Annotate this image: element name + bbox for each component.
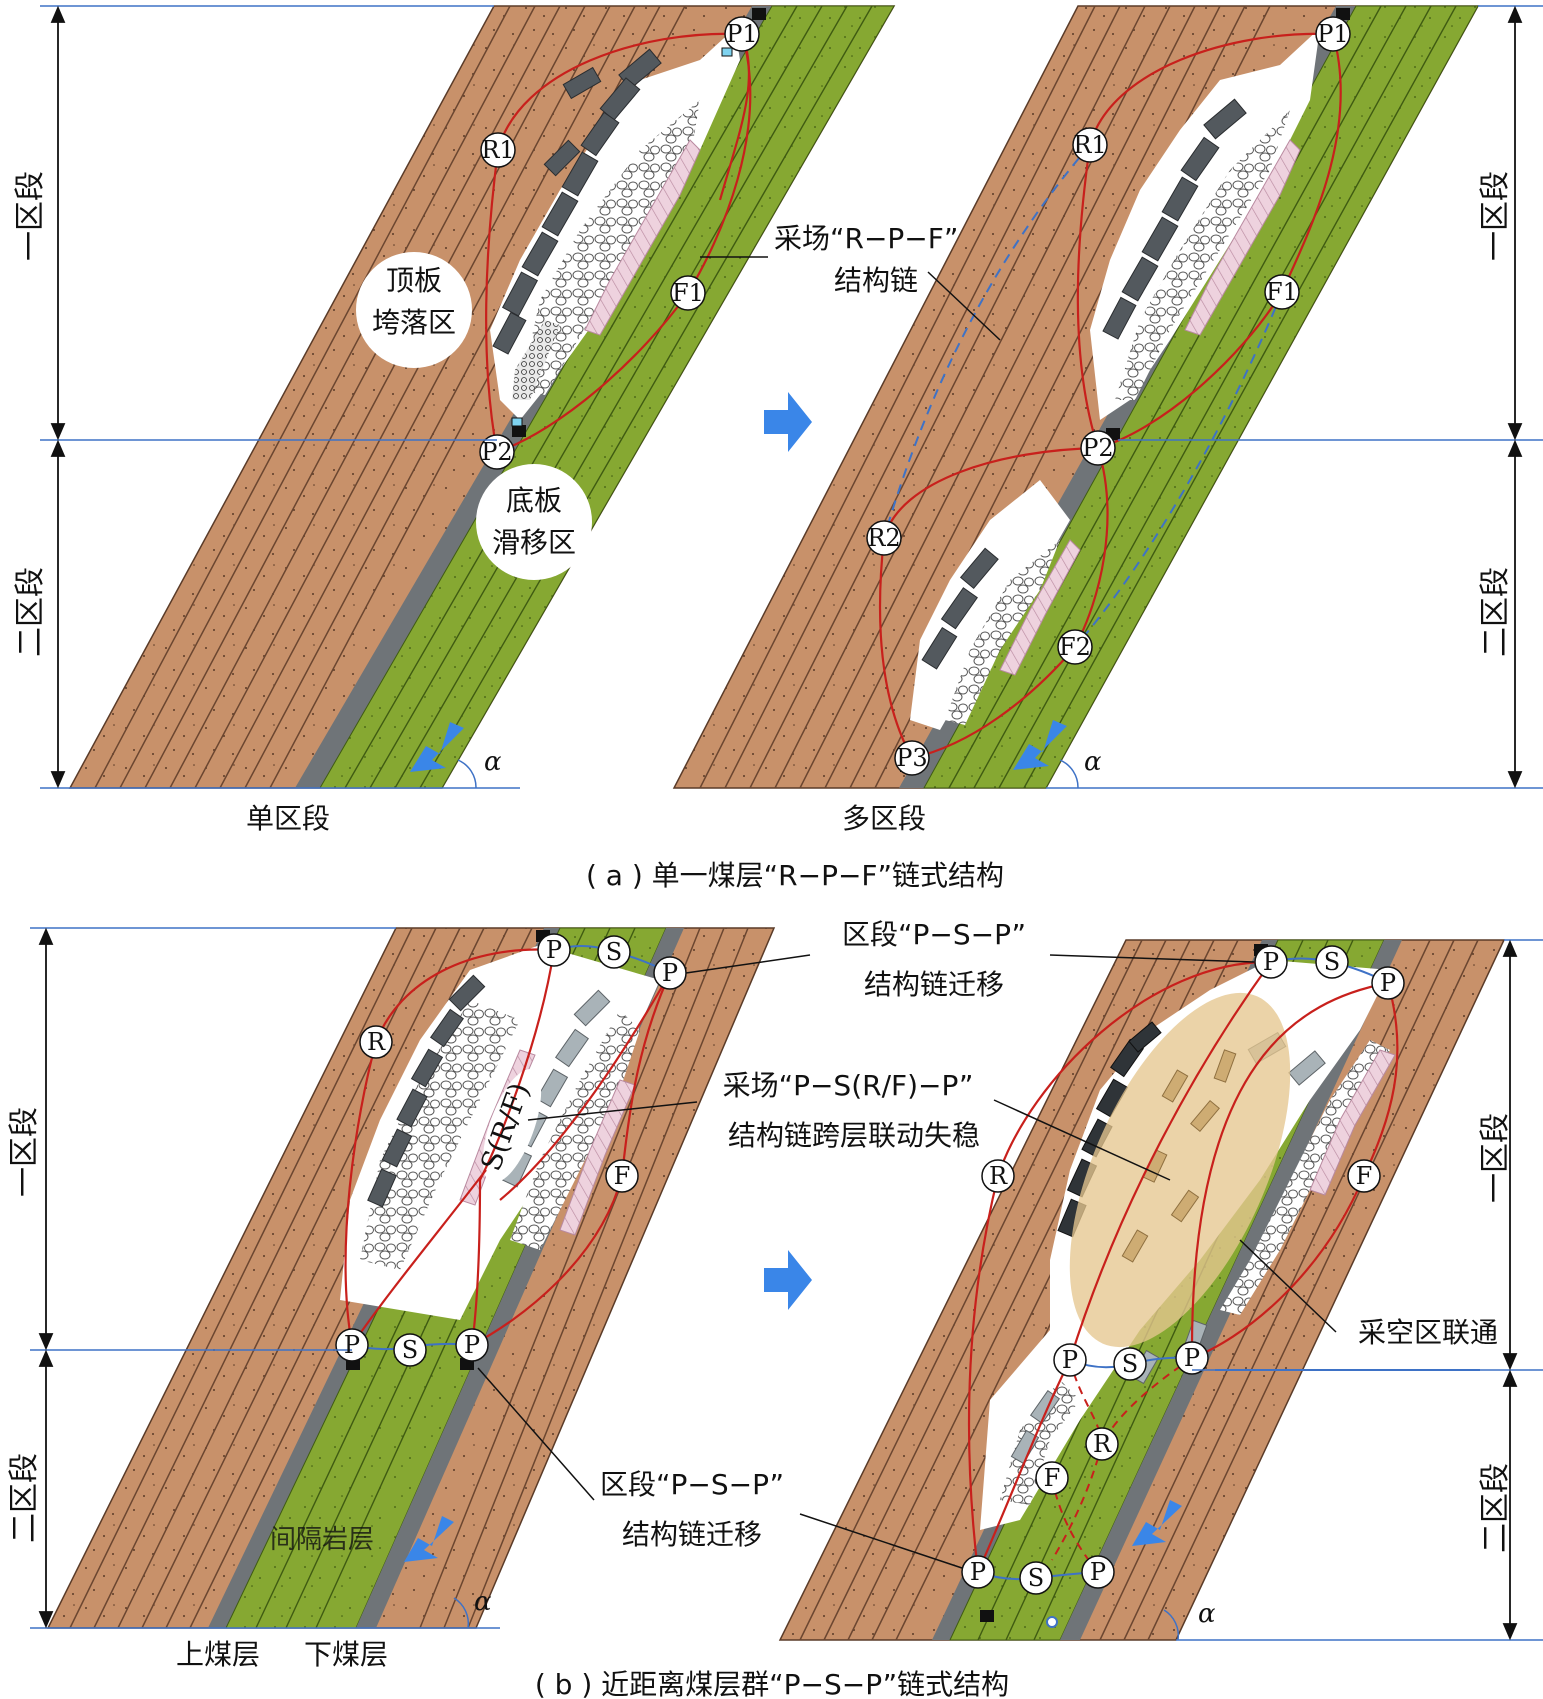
node-b-right-f: F — [1356, 1162, 1373, 1190]
callout-mid-line1: 采场“P−S(R/F)−P” — [723, 1069, 974, 1102]
left-label-a: 单区段 — [246, 802, 330, 835]
zone2-label-a-right: 二区段 — [1478, 567, 1513, 657]
panel-b-right-diagram — [778, 939, 1506, 1641]
node-a-left-r1: R1 — [481, 136, 514, 164]
node-b-left-s-bot: S — [402, 1336, 418, 1364]
node-b-right-s-bot: S — [1028, 1564, 1044, 1592]
caption-b: ( b ) 近距离煤层群“P−S−P”链式结构 — [535, 1668, 1009, 1699]
panel-a-left-diagram — [68, 5, 896, 789]
node-a-right-f1: F1 — [1266, 278, 1298, 306]
zone1-label-a-right: 一区段 — [1478, 171, 1513, 261]
node-a-right-p3: P3 — [896, 744, 927, 772]
node-b-left-f: F — [614, 1162, 631, 1190]
panel-a-guide-lines — [40, 5, 1543, 789]
right-label-a: 多区段 — [842, 802, 926, 835]
node-b-left-s-top: S — [606, 938, 622, 966]
transition-arrow-a — [764, 392, 812, 452]
node-b-right-p-mid2: P — [1184, 1344, 1200, 1372]
node-b-left-p-top1: P — [546, 936, 562, 964]
node-b-right-p-bot2: P — [1090, 1558, 1106, 1586]
node-b-left-p-bot2: P — [464, 1331, 480, 1359]
zone1-label-b-right: 一区段 — [1478, 1113, 1513, 1203]
callout-a-line2: 结构链 — [834, 264, 918, 297]
floor-zone-line1: 底板 — [506, 484, 562, 517]
callout-bottom-line2: 结构链迁移 — [622, 1518, 762, 1551]
node-b-right-r: R — [989, 1162, 1008, 1190]
zone1-label-b-left: 一区段 — [7, 1107, 42, 1197]
floor-zone-line2: 滑移区 — [492, 526, 576, 559]
roof-zone-line1: 顶板 — [386, 264, 442, 297]
node-a-right-p1: P1 — [1317, 20, 1348, 48]
zone2-label-b-right: 二区段 — [1478, 1463, 1513, 1553]
panel-b-callout-lines — [477, 954, 1337, 1569]
panel-b-guide-lines — [30, 927, 1543, 1641]
callout-mid-line2: 结构链跨层联动失稳 — [728, 1119, 980, 1152]
node-b-right-p-top2: P — [1380, 969, 1396, 997]
node-a-right-p2: P2 — [1082, 434, 1113, 462]
interlayer-label: 间隔岩层 — [270, 1525, 374, 1555]
alpha-b-left: α — [474, 1587, 492, 1617]
node-b-left-r: R — [367, 1028, 386, 1056]
node-a-left-f1: F1 — [672, 279, 704, 307]
node-a-left-p1: P1 — [726, 20, 757, 48]
node-b-right-s-top: S — [1324, 948, 1340, 976]
caption-a: ( a ) 单一煤层“R−P−F”链式结构 — [586, 859, 1004, 892]
callout-bottom-line1: 区段“P−S−P” — [600, 1468, 784, 1501]
transition-arrow-b — [764, 1250, 812, 1310]
alpha-b-right: α — [1198, 1599, 1216, 1629]
node-b-right-s-mid: S — [1122, 1350, 1138, 1378]
node-a-left-p2: P2 — [481, 438, 512, 466]
zone2-label-b-left: 二区段 — [7, 1453, 42, 1543]
callout-a-line1: 采场“R−P−F” — [774, 222, 958, 255]
callout-top-line2: 结构链迁移 — [864, 968, 1004, 1001]
alpha-a-left: α — [484, 747, 502, 777]
alpha-a-right: α — [1084, 747, 1102, 777]
node-b-right-f-low: F — [1044, 1464, 1061, 1492]
panel-b-dimension-arrows — [38, 927, 1518, 1641]
panel-a-dimension-arrows — [50, 5, 1523, 789]
upper-seam-label: 上煤层 — [176, 1638, 260, 1671]
callout-goaf: 采空区联通 — [1358, 1316, 1498, 1349]
node-group-a-right — [866, 16, 1351, 776]
zone1-label-a-left: 一区段 — [13, 171, 48, 261]
roof-zone-line2: 垮落区 — [372, 306, 456, 339]
panel-b-left-diagram — [46, 927, 776, 1629]
callout-top-line1: 区段“P−S−P” — [842, 918, 1026, 951]
node-a-right-f2: F2 — [1059, 633, 1091, 661]
node-group-b-left — [335, 933, 687, 1367]
zone2-label-a-left: 二区段 — [13, 567, 48, 657]
node-b-left-p-top2: P — [662, 959, 678, 987]
node-b-right-p-mid1: P — [1062, 1346, 1078, 1374]
node-group-a-left — [479, 16, 760, 470]
node-b-right-r-low: R — [1093, 1430, 1112, 1458]
node-a-right-r2: R2 — [867, 524, 900, 552]
node-b-left-p-bot1: P — [344, 1331, 360, 1359]
lower-seam-label: 下煤层 — [304, 1638, 388, 1671]
node-group-b-right — [961, 945, 1405, 1595]
panel-a-callout-lines — [700, 256, 1001, 341]
node-b-right-p-bot1: P — [970, 1558, 986, 1586]
node-b-right-p-top1: P — [1263, 948, 1279, 976]
node-a-right-r1: R1 — [1073, 131, 1106, 159]
panel-a-right-diagram — [672, 5, 1480, 789]
